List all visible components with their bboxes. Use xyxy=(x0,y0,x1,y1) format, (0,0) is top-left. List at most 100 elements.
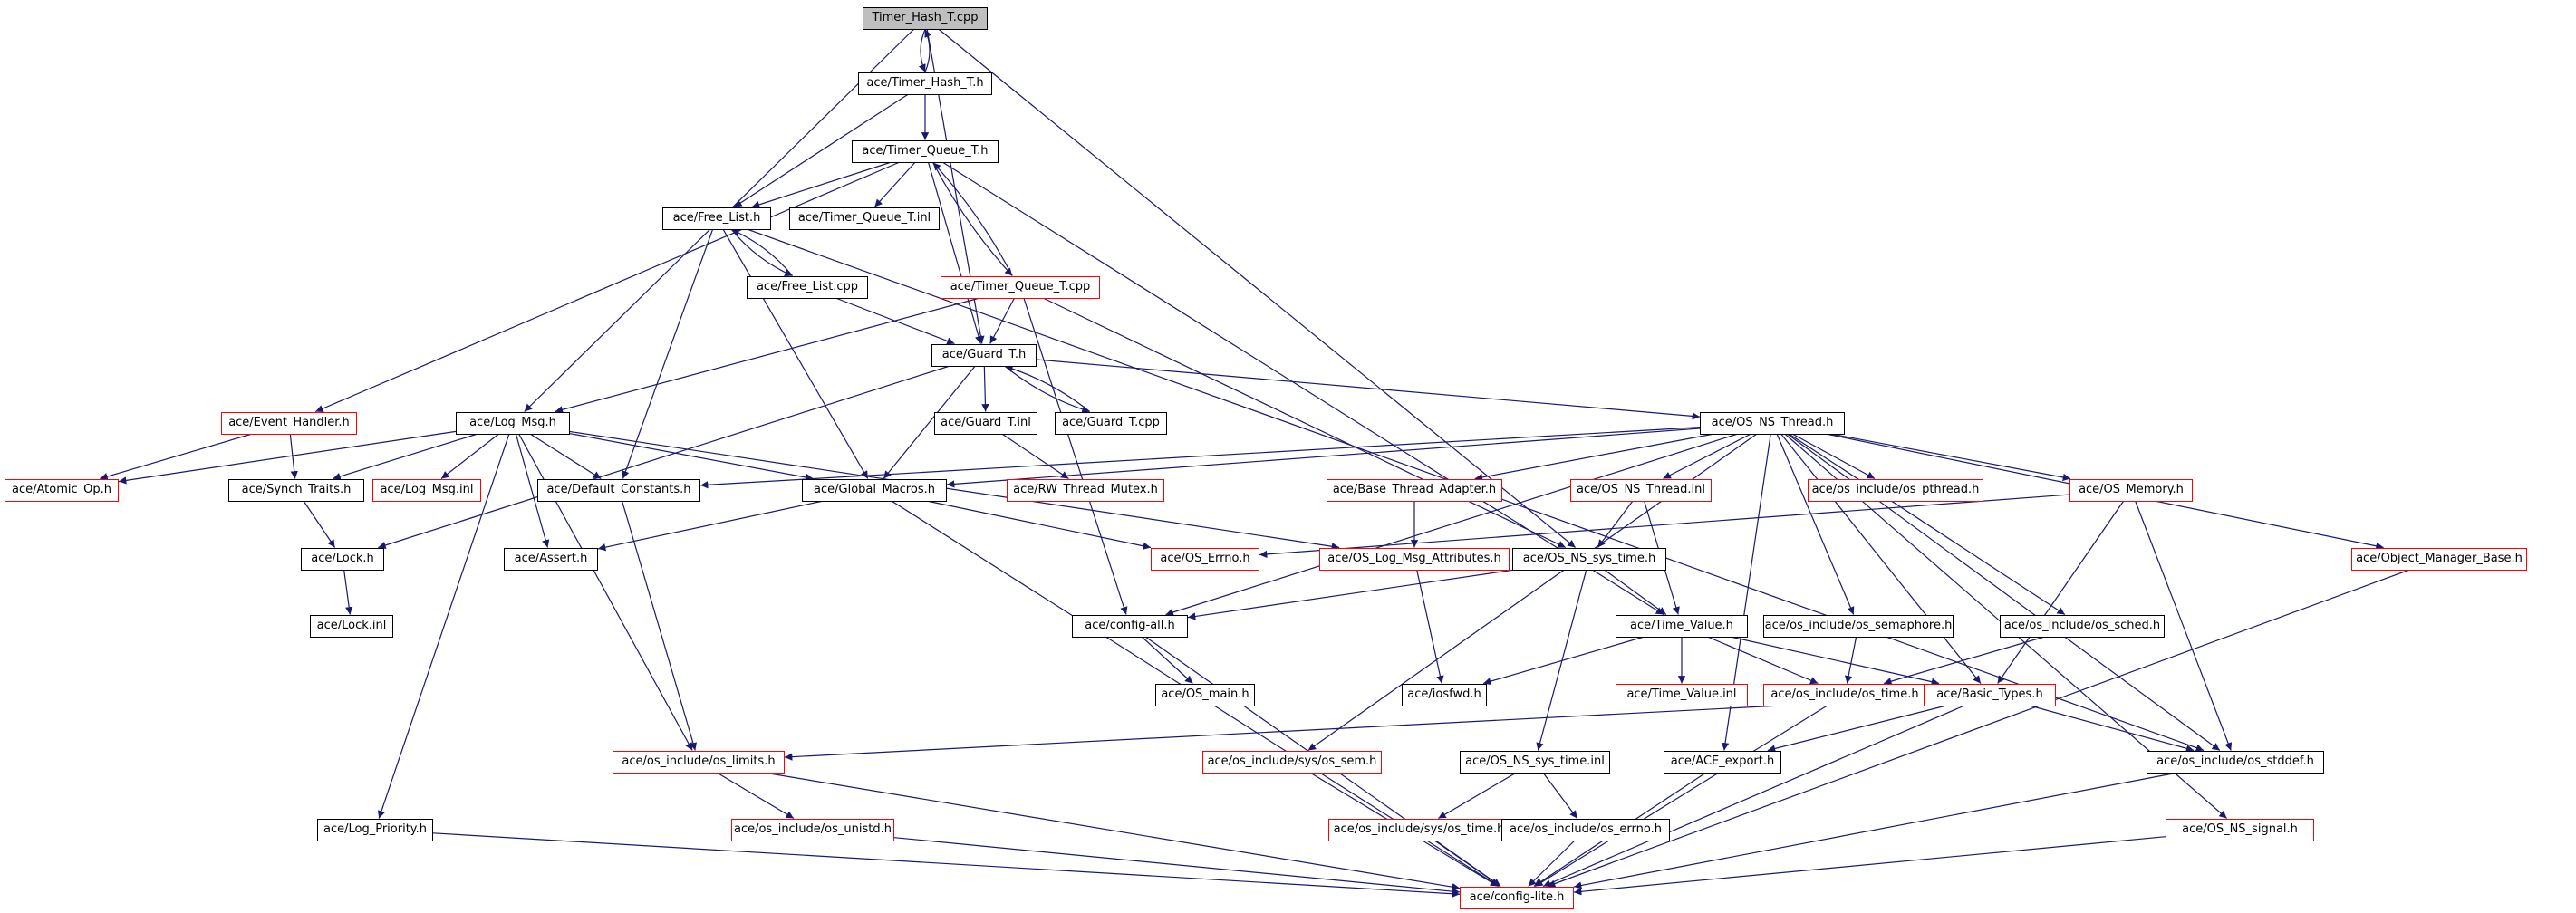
node-os-errno-inc[interactable]: ace/os_include/os_errno.h xyxy=(1501,818,1670,841)
node-default-constants[interactable]: ace/Default_Constants.h xyxy=(537,478,700,502)
edge-os-ns-thread-h-to-base-thread-adapter xyxy=(1474,433,1713,482)
node-os-errno[interactable]: ace/OS_Errno.h xyxy=(1151,547,1259,571)
node-os-limits[interactable]: ace/os_include/os_limits.h xyxy=(613,750,785,774)
edge-free-list-h-to-default-constants xyxy=(622,229,714,479)
edge-sys-os-time-to-config-lite xyxy=(1434,841,1501,887)
node-os-main[interactable]: ace/OS_main.h xyxy=(1155,683,1255,706)
node-basic-types[interactable]: ace/Basic_Types.h xyxy=(1924,683,2056,706)
node-timer-queue-cpp[interactable]: ace/Timer_Queue_T.cpp xyxy=(941,275,1100,299)
edge-lock-h-to-lock-inl xyxy=(343,570,353,615)
edge-object-manager-base-to-config-lite xyxy=(1547,569,2409,888)
node-sys-os-time[interactable]: ace/os_include/sys/os_time.h xyxy=(1328,818,1510,841)
node-ace-export[interactable]: ace/ACE_export.h xyxy=(1664,750,1781,774)
edge-timer-queue-h-to-timer-queue-cpp xyxy=(932,162,1013,276)
edge-free-list-h-to-global-macros xyxy=(722,229,869,479)
edge-os-ns-thread-h-to-os-sched xyxy=(1789,433,2066,616)
edge-log-msg-h-to-global-macros xyxy=(569,433,814,482)
node-os-ns-sys-time-h[interactable]: ace/OS_NS_sys_time.h xyxy=(1512,547,1666,571)
edge-timer-queue-h-to-free-list-h xyxy=(751,161,891,208)
edge-os-stddef-to-config-lite xyxy=(1573,772,2176,889)
edge-timer-queue-h-to-event-handler xyxy=(315,161,899,413)
edge-os-memory-to-basic-types xyxy=(1997,501,2124,684)
edge-free-list-cpp-to-free-list-h xyxy=(731,228,794,276)
edge-default-constants-to-os-limits xyxy=(622,501,697,751)
node-timer-hash-cpp: Timer_Hash_T.cpp xyxy=(863,6,988,30)
node-timer-queue-h[interactable]: ace/Timer_Queue_T.h xyxy=(852,139,999,163)
node-os-sched[interactable]: ace/os_include/os_sched.h xyxy=(2000,614,2165,638)
edge-config-all-to-os-main xyxy=(1142,637,1193,684)
edge-guard-h-to-os-ns-thread-h xyxy=(1036,359,1701,420)
edge-timer-queue-cpp-to-config-all xyxy=(1023,298,1128,615)
edge-os-ns-thread-h-to-os-memory xyxy=(1832,433,2071,482)
node-guard-inl[interactable]: ace/Guard_T.inl xyxy=(934,411,1037,435)
edge-log-msg-attr-to-iosfwd xyxy=(1416,570,1444,684)
node-os-stddef[interactable]: ace/os_include/os_stddef.h xyxy=(2147,750,2324,774)
node-lock-inl[interactable]: ace/Lock.inl xyxy=(310,614,393,638)
edge-os-ns-thread-h-to-os-ns-thread-inl xyxy=(1663,433,1751,480)
edge-log-msg-h-to-log-msg-inl xyxy=(440,434,499,479)
node-timer-hash-h[interactable]: ace/Timer_Hash_T.h xyxy=(858,72,992,95)
edge-os-ns-sys-time-inl-to-os-errno-inc xyxy=(1542,773,1578,819)
edge-os-ns-thread-h-to-config-all xyxy=(1165,433,1737,616)
edge-os-time-to-config-lite xyxy=(1534,705,1828,888)
node-event-handler[interactable]: ace/Event_Handler.h xyxy=(221,411,357,435)
node-log-msg-h[interactable]: ace/Log_Msg.h xyxy=(456,411,570,435)
node-free-list-h[interactable]: ace/Free_List.h xyxy=(662,207,771,230)
edge-os-ns-signal-to-config-lite xyxy=(1573,836,2166,896)
edge-event-handler-to-synch-traits xyxy=(289,434,298,479)
node-time-value-h[interactable]: ace/Time_Value.h xyxy=(1616,614,1748,638)
node-assert-h[interactable]: ace/Assert.h xyxy=(504,547,598,571)
edge-basic-types-to-os-stddef xyxy=(2031,705,2195,753)
node-os-semaphore[interactable]: ace/os_include/os_semaphore.h xyxy=(1763,614,1954,638)
node-atomic-op[interactable]: ace/Atomic_Op.h xyxy=(5,478,119,502)
node-synch-traits[interactable]: ace/Synch_Traits.h xyxy=(228,478,364,502)
node-free-list-cpp[interactable]: ace/Free_List.cpp xyxy=(747,275,868,299)
edge-timer-queue-cpp-to-log-msg-h xyxy=(555,297,979,414)
edge-guard-h-to-guard-cpp xyxy=(1004,366,1090,413)
node-config-all[interactable]: ace/config-all.h xyxy=(1072,614,1188,638)
edge-os-memory-to-os-stddef xyxy=(2135,501,2233,751)
node-os-memory[interactable]: ace/OS_Memory.h xyxy=(2069,478,2193,502)
edge-os-ns-thread-h-to-os-semaphore xyxy=(1776,434,1855,615)
node-iosfwd[interactable]: ace/iosfwd.h xyxy=(1402,683,1487,706)
node-log-priority[interactable]: ace/Log_Priority.h xyxy=(317,818,433,841)
edge-global-macros-to-os-errno xyxy=(928,500,1152,550)
node-object-manager-base[interactable]: ace/Object_Manager_Base.h xyxy=(2351,547,2527,571)
node-time-value-inl[interactable]: ace/Time_Value.inl xyxy=(1616,683,1748,706)
edge-log-msg-h-to-synch-traits xyxy=(333,433,477,481)
node-guard-cpp[interactable]: ace/Guard_T.cpp xyxy=(1055,411,1167,435)
node-os-unistd[interactable]: ace/os_include/os_unistd.h xyxy=(731,818,894,841)
node-os-ns-sys-time-inl[interactable]: ace/OS_NS_sys_time.inl xyxy=(1460,750,1610,774)
node-os-pthread[interactable]: ace/os_include/os_pthread.h xyxy=(1808,478,1983,502)
node-os-ns-thread-h[interactable]: ace/OS_NS_Thread.h xyxy=(1700,411,1845,435)
edge-timer-queue-cpp-to-os-ns-sys-time-h xyxy=(1043,297,1567,549)
node-lock-h[interactable]: ace/Lock.h xyxy=(301,547,384,571)
edge-event-handler-to-atomic-op xyxy=(100,433,251,481)
node-guard-h[interactable]: ace/Guard_T.h xyxy=(931,343,1037,367)
edge-timer-queue-h-to-timer-queue-inl xyxy=(873,162,916,207)
node-config-lite[interactable]: ace/config-lite.h xyxy=(1460,886,1574,909)
edge-free-list-h-to-free-list-cpp xyxy=(730,229,793,277)
edge-os-ns-thread-h-to-os-pthread xyxy=(1792,433,1876,480)
edge-log-msg-h-to-log-priority xyxy=(377,434,510,819)
node-os-ns-signal[interactable]: ace/OS_NS_signal.h xyxy=(2166,818,2314,841)
node-log-msg-attr[interactable]: ace/OS_Log_Msg_Attributes.h xyxy=(1319,547,1510,571)
node-os-ns-thread-inl[interactable]: ace/OS_NS_Thread.inl xyxy=(1570,478,1712,502)
node-base-thread-adapter[interactable]: ace/Base_Thread_Adapter.h xyxy=(1327,478,1502,502)
edge-timer-hash-cpp-to-timer-hash-h xyxy=(918,29,926,72)
edge-free-list-cpp-to-guard-h xyxy=(836,297,955,345)
node-sys-os-sem[interactable]: ace/os_include/sys/os_sem.h xyxy=(1202,750,1382,774)
node-log-msg-inl[interactable]: ace/Log_Msg.inl xyxy=(372,478,481,502)
edge-guard-h-to-global-macros xyxy=(883,366,976,479)
edge-timer-hash-cpp-to-os-ns-sys-time-h xyxy=(938,29,1577,548)
node-rw-thread-mutex[interactable]: ace/RW_Thread_Mutex.h xyxy=(1007,478,1164,502)
edge-os-unistd-to-config-lite xyxy=(893,837,1461,896)
node-os-time[interactable]: ace/os_include/os_time.h xyxy=(1763,683,1926,706)
node-timer-queue-inl[interactable]: ace/Timer_Queue_T.inl xyxy=(789,207,940,230)
node-global-macros[interactable]: ace/Global_Macros.h xyxy=(802,478,947,502)
edge-time-value-h-to-os-time xyxy=(1708,636,1819,685)
edge-os-limits-to-os-unistd xyxy=(717,772,795,820)
edge-log-priority-to-config-lite xyxy=(432,832,1461,898)
edge-timer-hash-h-to-free-list-h xyxy=(733,93,909,208)
